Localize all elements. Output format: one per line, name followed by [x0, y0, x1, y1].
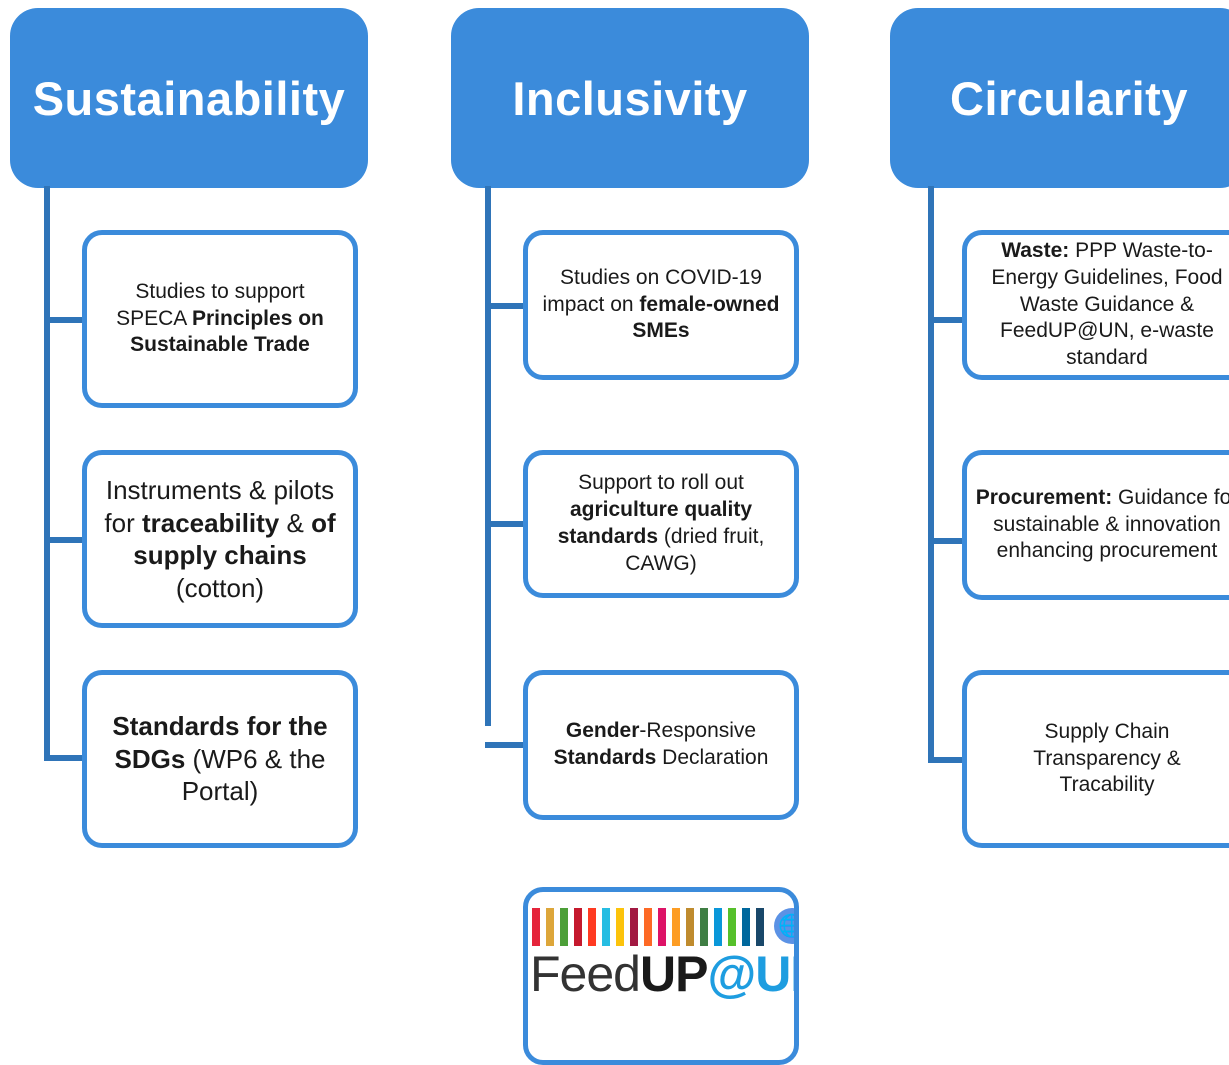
- connector-branch: [485, 742, 525, 748]
- sdg-stripe: [700, 908, 708, 946]
- box-text: (cotton): [175, 572, 265, 603]
- sdg-stripe: [742, 908, 750, 946]
- sdg-stripe: [532, 908, 540, 946]
- circularity-title: Circularity: [950, 71, 1188, 125]
- connector-branch: [44, 317, 84, 323]
- sustainability-connector-line: [44, 186, 50, 761]
- agriculture-standards-box: Support to roll out agriculture quality …: [523, 450, 799, 598]
- circularity-header: Circularity: [890, 8, 1229, 188]
- feedup-wordmark: FeedUP@UN: [528, 946, 794, 1002]
- inclusivity-title: Inclusivity: [512, 71, 748, 125]
- box-bold-text: Standards for the SDGs: [112, 711, 328, 774]
- connector-branch: [928, 757, 966, 763]
- box-text: Studies on COVID-19 impact on: [542, 265, 762, 316]
- box-text: &: [279, 507, 312, 538]
- box-bold-text: female-owned SMEs: [632, 292, 780, 343]
- traceability-box: Instruments & pilots for traceability & …: [82, 450, 358, 628]
- feedup-part-feed: Feed: [530, 946, 641, 1002]
- connector-branch: [44, 537, 84, 543]
- connector-branch: [44, 755, 84, 761]
- connector-branch: [928, 538, 966, 544]
- supply-chain-transparency-box: Supply Chain Transparency & Tracability: [962, 670, 1229, 848]
- box-text: Declaration: [656, 746, 769, 769]
- gender-standards-box: Gender-Responsive Standards Declaration: [523, 670, 799, 820]
- sdg-stripe: [560, 908, 568, 946]
- circularity-connector-line: [928, 186, 934, 763]
- sdg-stripe: [728, 908, 736, 946]
- sdg-stripe: [546, 908, 554, 946]
- box-bold-text: Principles on Sustainable Trade: [130, 306, 324, 357]
- feedup-logo: 🌐 FeedUP@UN: [528, 908, 794, 1002]
- box-text: -Responsive: [639, 719, 757, 743]
- box-text: (WP6 & the Portal): [181, 743, 326, 807]
- feedup-part-up: UP: [639, 946, 708, 1002]
- sdg-stripe: [630, 908, 638, 946]
- sdg-stripe: [658, 908, 666, 946]
- sdg-color-stripes: 🌐: [528, 908, 794, 946]
- connector-branch: [485, 303, 525, 309]
- sustainability-title: Sustainability: [32, 71, 346, 125]
- box-text: Supply Chain Transparency & Tracability: [1033, 719, 1181, 797]
- sdg-stripe: [574, 908, 582, 946]
- covid-studies-box: Studies on COVID-19 impact on female-own…: [523, 230, 799, 380]
- waste-box: Waste: PPP Waste-to-Energy Guidelines, F…: [962, 230, 1229, 380]
- sdg-stripe: [644, 908, 652, 946]
- sdg-stripe: [756, 908, 764, 946]
- sdg-stripe: [714, 908, 722, 946]
- box-text: Instruments & pilots for: [104, 475, 335, 538]
- inclusivity-connector-line: [485, 186, 491, 726]
- box-bold-text: agriculture quality standards: [557, 498, 753, 548]
- box-bold-text: Gender: [565, 719, 640, 743]
- inclusivity-header: Inclusivity: [451, 8, 809, 188]
- procurement-box: Procurement: Guidance for sustainable & …: [962, 450, 1229, 600]
- sdg-stripe: [588, 908, 596, 946]
- sdg-stripe: [686, 908, 694, 946]
- box-text: (dried fruit, CAWG): [625, 525, 765, 575]
- standards-sdgs-box: Standards for the SDGs (WP6 & the Portal…: [82, 670, 358, 848]
- feedup-logo-box: 🌐 FeedUP@UN: [523, 887, 799, 1065]
- connector-branch: [928, 317, 966, 323]
- sdg-stripe: [602, 908, 610, 946]
- box-text: Studies to support SPECA: [116, 279, 305, 330]
- box-bold-text: traceability: [141, 507, 280, 538]
- box-bold-text: Waste:: [1001, 238, 1070, 262]
- connector-branch: [485, 521, 525, 527]
- box-bold-text: Standards: [553, 746, 657, 769]
- feedup-part-at-un: @UN: [707, 946, 794, 1002]
- sdg-stripe: [672, 908, 680, 946]
- sustainability-header: Sustainability: [10, 8, 368, 188]
- sdg-stripe: [616, 908, 624, 946]
- box-bold-text: of supply chains: [133, 507, 336, 571]
- un-emblem-icon: 🌐: [774, 908, 794, 944]
- box-text: PPP Waste-to-Energy Guidelines, Food Was…: [991, 238, 1223, 370]
- box-text: Guidance for sustainable & innovation en…: [993, 485, 1229, 563]
- sustainable-trade-studies-box: Studies to support SPECA Principles on S…: [82, 230, 358, 408]
- box-text: Support to roll out: [578, 471, 744, 495]
- box-bold-text: Procurement:: [975, 485, 1113, 509]
